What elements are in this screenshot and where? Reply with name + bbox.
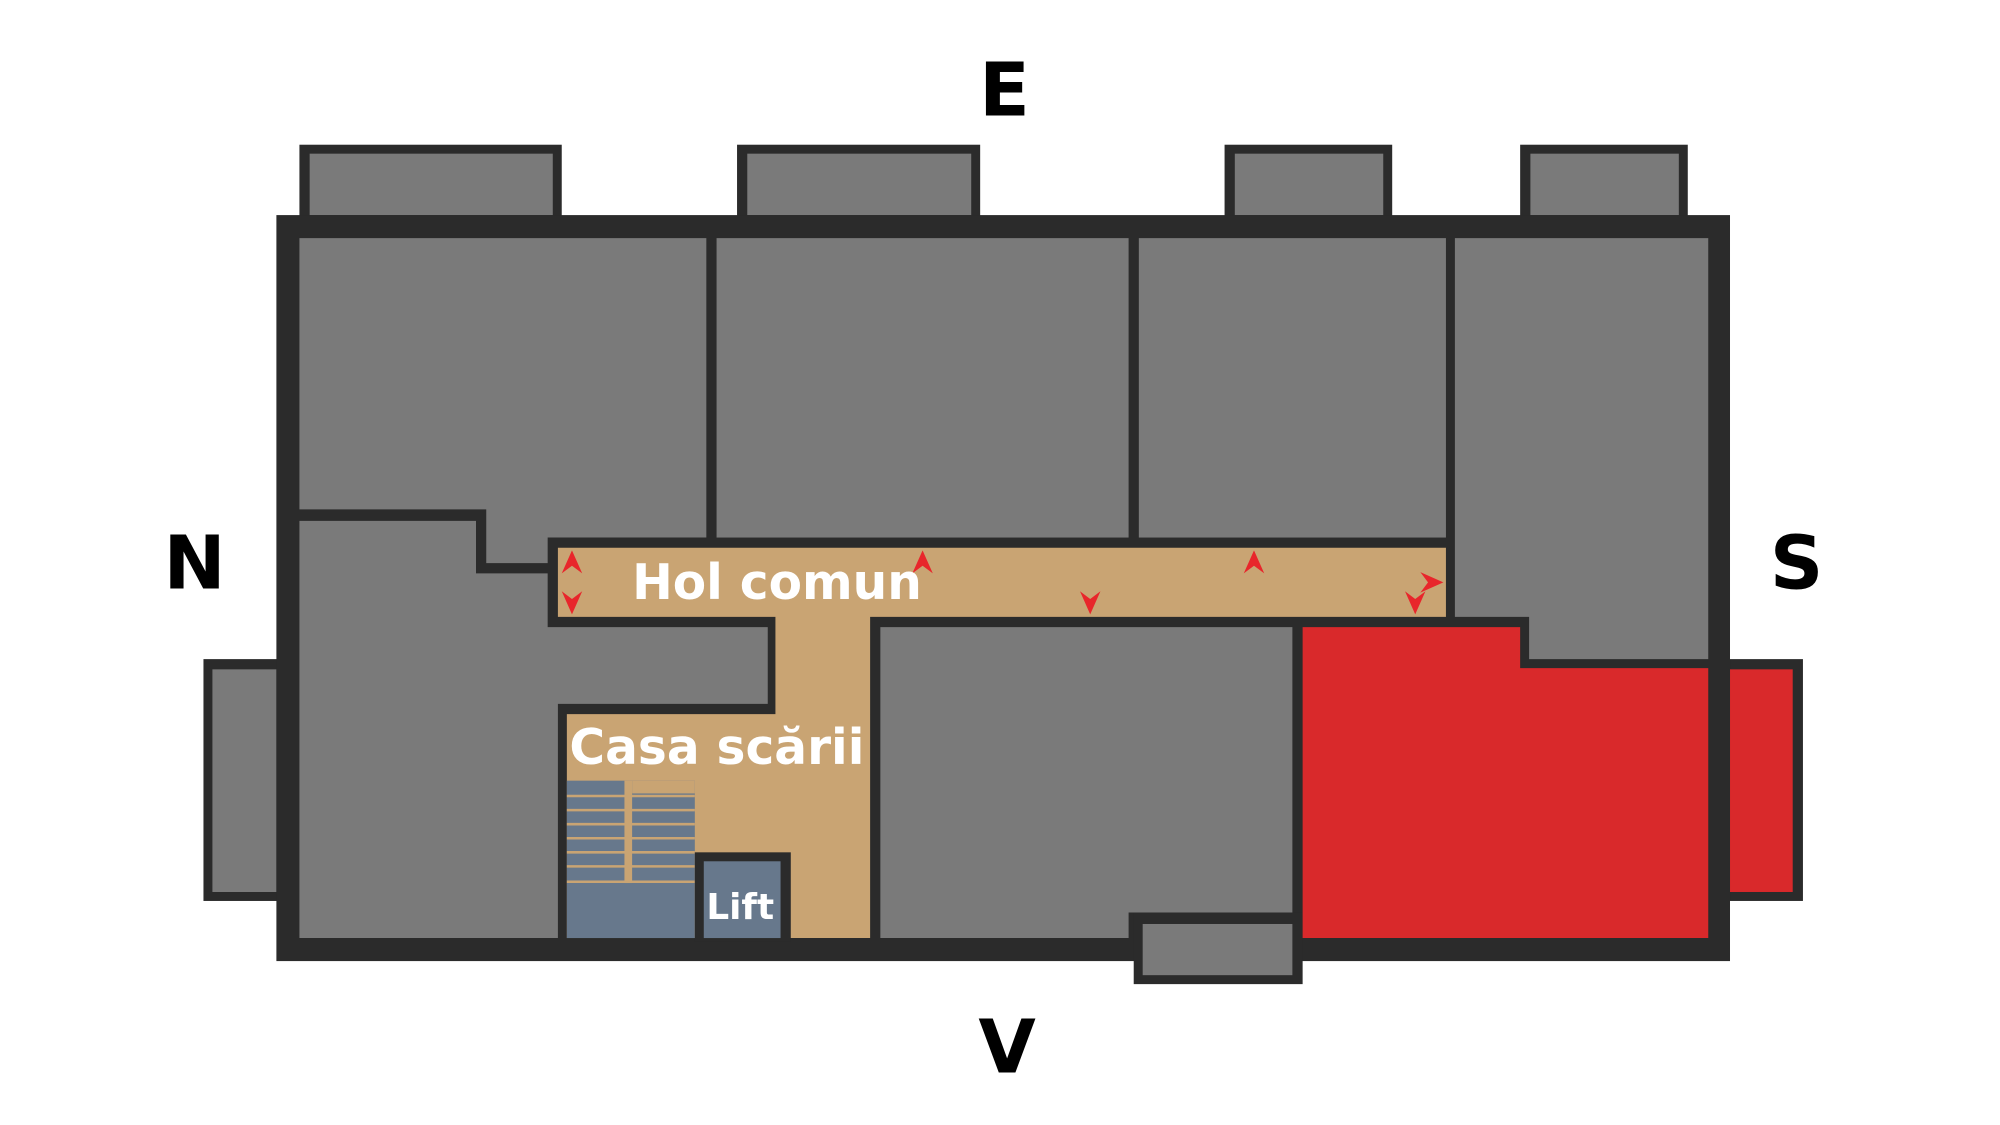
room-top-left: [299, 238, 707, 564]
compass-east: E: [979, 46, 1030, 133]
room-top-2: [716, 238, 1129, 538]
door-arrow-icon: [1420, 572, 1444, 593]
compass-north: N: [163, 520, 225, 607]
door-arrows: [561, 550, 1444, 615]
door-arrow-icon: [561, 591, 583, 615]
highlighted-apartment: [1302, 627, 1709, 939]
compass-south: S: [1770, 520, 1823, 607]
common-hallway: [557, 547, 1446, 939]
room-top-right: [1454, 238, 1709, 660]
lift-label: Lift: [706, 887, 774, 928]
hallway-label: Hol comun: [632, 555, 922, 611]
lift: [703, 861, 781, 939]
balconies: [203, 144, 1803, 901]
door-arrow-icon: [561, 550, 583, 574]
bottom-balcony: [1142, 923, 1293, 976]
door-arrow-icon: [1079, 591, 1101, 615]
room-top-3: [1138, 238, 1446, 538]
stairwell-label: Casa scării: [569, 720, 864, 776]
stairs: [566, 780, 695, 939]
door-arrow-icon: [912, 550, 933, 574]
highlighted-balcony: [1730, 669, 1793, 892]
room-lower-middle: [880, 627, 1293, 939]
room-left: [299, 520, 768, 939]
door-arrow-icon: [1243, 550, 1265, 574]
compass-west: V: [978, 1003, 1036, 1090]
door-arrow-icon: [1404, 591, 1426, 615]
